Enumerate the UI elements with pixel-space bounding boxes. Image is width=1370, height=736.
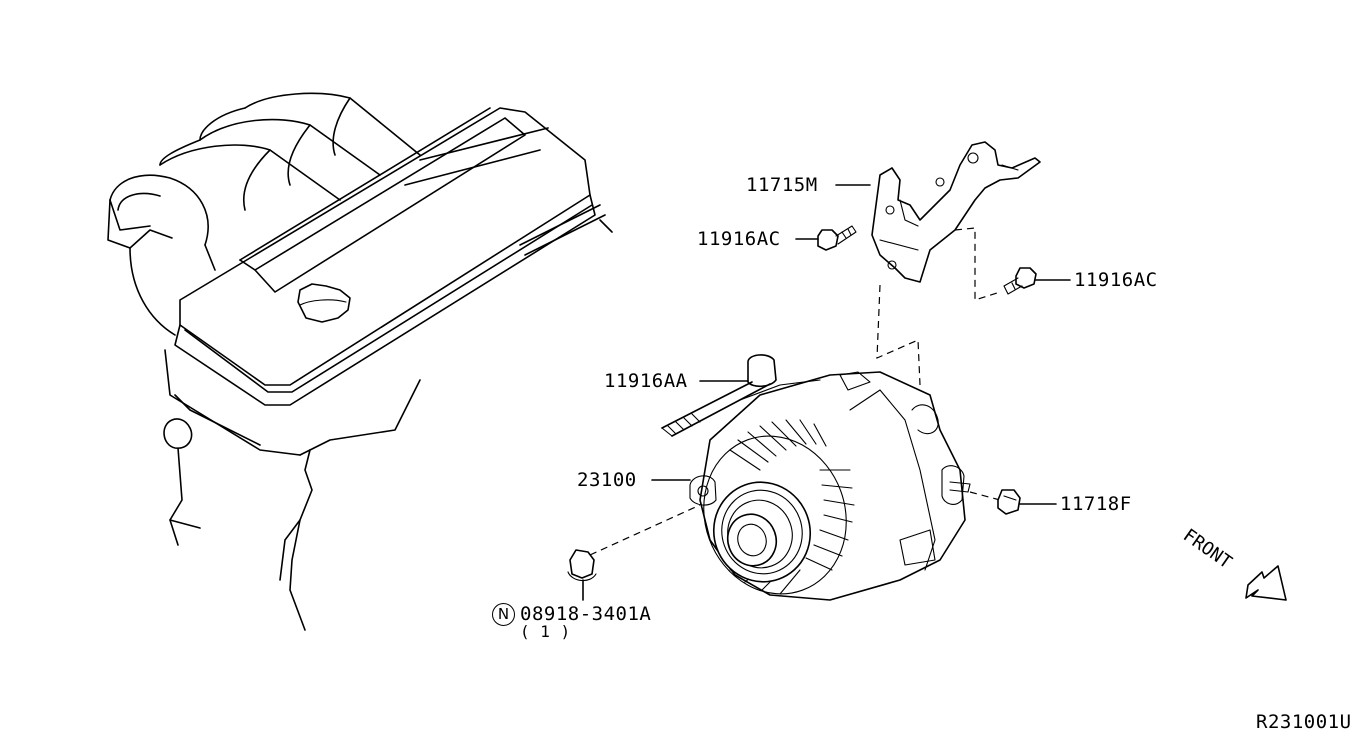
bracket-illustration — [871, 141, 1041, 283]
front-arrow-icon — [1245, 565, 1287, 601]
label-quantity: ( 1 ) — [520, 622, 571, 641]
diagram-code: R231001U — [1256, 711, 1352, 733]
flange-nut-illustration — [567, 549, 597, 582]
nut-illustration — [997, 489, 1021, 515]
n-symbol-icon: N — [492, 603, 515, 626]
assembly-line — [876, 284, 921, 386]
assembly-line — [969, 491, 1001, 501]
label-11715M: 11715M — [746, 174, 818, 196]
alternator-illustration — [689, 371, 971, 601]
front-label: FRONT — [1179, 525, 1236, 573]
label-08918-3401A: 08918-3401A — [520, 603, 652, 625]
long-bolt-illustration — [661, 354, 777, 437]
label-11916AC-left: 11916AC — [697, 228, 781, 250]
label-11916AA: 11916AA — [604, 370, 688, 392]
bolt-left-illustration — [817, 225, 857, 251]
assembly-line — [954, 227, 1001, 301]
bolt-right-illustration — [1003, 267, 1037, 295]
engine-illustration — [107, 92, 613, 631]
label-11718F: 11718F — [1060, 493, 1132, 515]
label-11916AC-right: 11916AC — [1074, 269, 1158, 291]
assembly-line — [589, 504, 701, 556]
label-23100: 23100 — [577, 469, 637, 491]
